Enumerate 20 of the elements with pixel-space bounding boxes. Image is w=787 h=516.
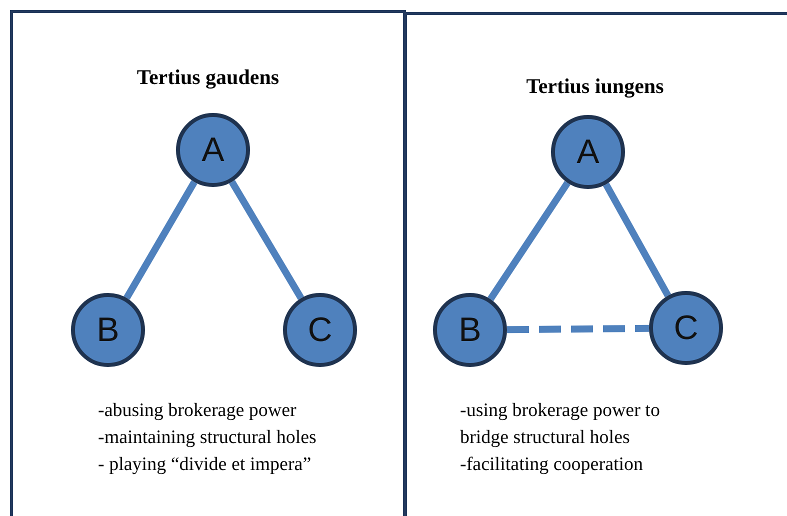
tie-line [602, 182, 672, 298]
tie-line [228, 180, 304, 300]
node-letter: A [576, 135, 600, 169]
bullet-text: -using brokerage power to bridge structural holes [460, 399, 661, 450]
node-letter: B [96, 313, 120, 347]
node-letter: C [308, 313, 332, 347]
bullet-text: -abusing brokerage power [98, 399, 296, 423]
bullet-text: -facilitating cooperation [460, 453, 644, 477]
panel-title: Tertius gaudens [136, 65, 280, 90]
dashed-tie-line [506, 324, 650, 334]
node-letter: A [202, 133, 224, 167]
panel-frame [10, 10, 406, 516]
tie-line [488, 180, 570, 302]
tie-line [124, 180, 198, 300]
bullet-text: - playing “divide et impera” [98, 453, 312, 477]
panel-title: Tertius iungens [525, 74, 665, 99]
panel-frame [404, 12, 787, 516]
bullet-text: -maintaining structural holes [98, 426, 316, 450]
node-letter: C [674, 311, 698, 345]
node-letter: B [458, 313, 482, 347]
